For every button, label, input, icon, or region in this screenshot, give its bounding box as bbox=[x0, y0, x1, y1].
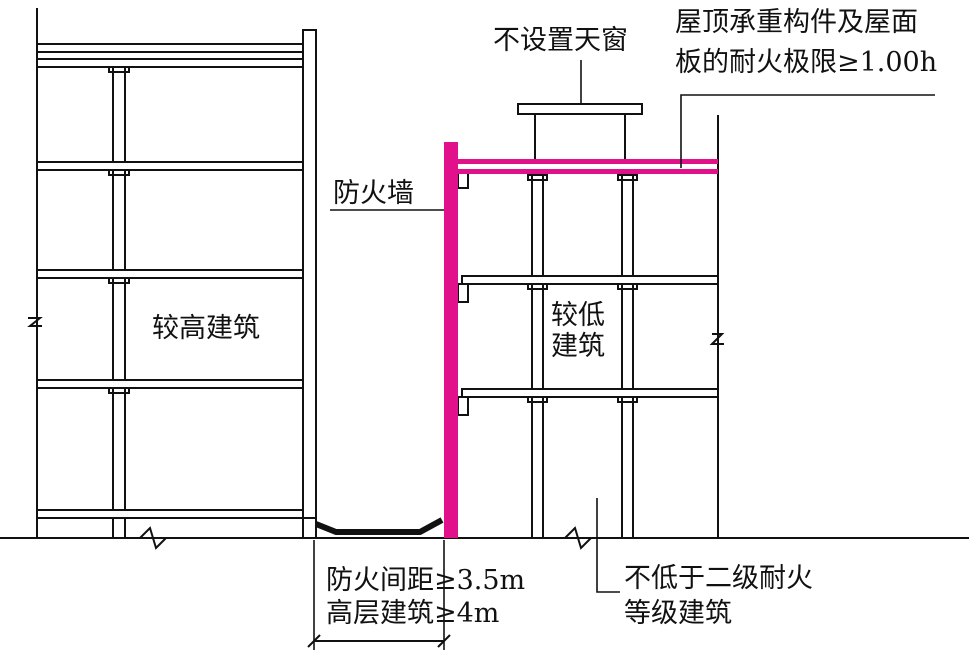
taller-building-break bbox=[27, 317, 43, 327]
column-capital bbox=[108, 169, 130, 176]
rating-label-line1: 不低于二级耐火 bbox=[624, 563, 813, 594]
column-capital bbox=[108, 66, 130, 73]
firewall bbox=[444, 142, 458, 538]
rating-label-line2: 等级建筑 bbox=[624, 598, 732, 629]
lower-building-column bbox=[621, 396, 634, 539]
lower-building-break bbox=[709, 333, 725, 345]
lower-building-column bbox=[531, 174, 544, 277]
roof-slab-top bbox=[458, 159, 718, 164]
column-capital bbox=[527, 396, 548, 403]
skylight-cap bbox=[517, 103, 643, 115]
no-skylight-label: 不设置天窗 bbox=[493, 25, 628, 56]
leader-lines bbox=[313, 60, 935, 650]
wall-bracket bbox=[457, 396, 469, 416]
wall-bracket bbox=[457, 283, 469, 303]
lower-building-floor-slab bbox=[461, 275, 719, 285]
spacing-dimension bbox=[307, 634, 451, 648]
roof-note-line2: 板的耐火极限≥1.00h bbox=[675, 47, 938, 78]
column-capital bbox=[527, 174, 548, 181]
column-capital bbox=[108, 387, 130, 394]
lower-building-column bbox=[531, 283, 544, 390]
taller-building-outer-column bbox=[302, 29, 317, 519]
roof-slab-bottom bbox=[458, 169, 718, 174]
taller-building-inner-column bbox=[112, 277, 126, 381]
firewall-group bbox=[444, 142, 718, 538]
taller-building-roof-slab bbox=[36, 43, 304, 53]
column-capital bbox=[108, 277, 130, 284]
lower-building-label: 较低建筑 bbox=[551, 300, 605, 363]
ground-break-left bbox=[139, 526, 167, 550]
column-capital bbox=[527, 283, 548, 290]
taller-building-floor-slab bbox=[36, 161, 304, 171]
taller-building-inner-column bbox=[112, 169, 126, 271]
dimension-tick bbox=[437, 634, 451, 648]
dimension-tick bbox=[307, 634, 321, 648]
column-capital bbox=[617, 396, 638, 403]
taller-building-inner-column bbox=[112, 66, 126, 163]
taller-building-inner-column bbox=[112, 387, 126, 511]
taller-building-label: 较高建筑 bbox=[152, 313, 260, 344]
taller-building bbox=[27, 8, 317, 539]
lower-building-column bbox=[621, 283, 634, 390]
spacing-label-line1: 防火间距≥3.5m bbox=[326, 565, 526, 596]
ground bbox=[0, 526, 969, 550]
taller-building-floor-slab bbox=[36, 269, 304, 279]
lower-building-column bbox=[621, 174, 634, 277]
lower-building-column bbox=[531, 396, 544, 539]
taller-building-floor-slab bbox=[36, 58, 304, 68]
taller-building-base-slab bbox=[36, 509, 304, 519]
lower-building-floor-slab bbox=[461, 388, 719, 398]
column-capital bbox=[617, 174, 638, 181]
taller-building-floor-slab bbox=[36, 379, 304, 389]
column-capital bbox=[617, 283, 638, 290]
spacing-label-line2: 高层建筑≥4m bbox=[326, 598, 500, 629]
firewall-label: 防火墙 bbox=[333, 178, 414, 209]
taller-building-inner-column bbox=[112, 517, 126, 539]
roof-note-line1: 屋顶承重构件及屋面 bbox=[675, 7, 918, 38]
rating-leader bbox=[596, 498, 620, 593]
ground-break-right bbox=[564, 526, 592, 550]
ground-ditch bbox=[314, 517, 444, 535]
roof-leader bbox=[680, 94, 935, 168]
lower-building bbox=[457, 103, 725, 539]
